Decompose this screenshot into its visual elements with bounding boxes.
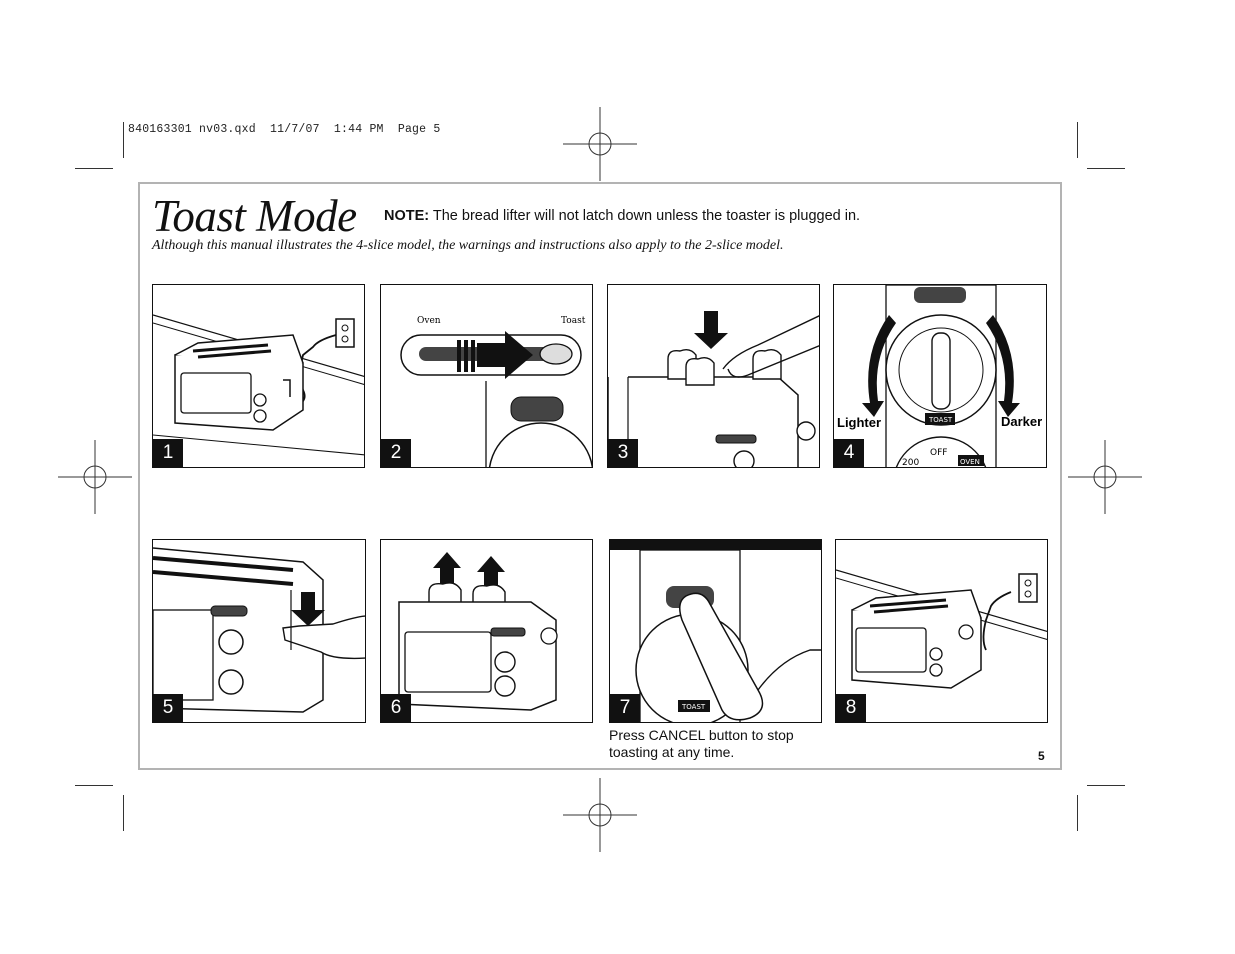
step-number: 4	[834, 439, 864, 467]
toaster-plugged-illustration	[153, 314, 364, 456]
step-3-panel: 3	[607, 284, 820, 468]
step-number: 5	[153, 694, 183, 722]
registration-mark-bottom	[563, 778, 637, 852]
step-4-panel: TOAST OFF 200 OVEN Lighter Darker 4	[833, 284, 1047, 468]
crop-mark	[1077, 122, 1078, 158]
page-number: 5	[1038, 749, 1045, 763]
step-number: 7	[610, 694, 640, 722]
step-6-panel: 6	[380, 539, 593, 723]
step-5-panel: 5	[152, 539, 366, 723]
crop-mark	[75, 168, 113, 169]
step-1-panel: 1	[152, 284, 365, 468]
crop-mark	[1087, 168, 1125, 169]
crop-mark	[1087, 785, 1125, 786]
step-7-panel: TOAST 7	[609, 539, 822, 723]
page-frame	[138, 182, 1062, 770]
step-2-panel: Oven Toast 2	[380, 284, 593, 468]
step-8-panel: 8	[835, 539, 1048, 723]
step-number: 8	[836, 694, 866, 722]
press-lever-illustration	[153, 547, 365, 713]
oven-label: Oven	[417, 316, 441, 326]
registration-mark-top	[563, 107, 637, 181]
mode-switch-illustration: Oven Toast	[400, 316, 592, 467]
page-title: Toast Mode	[152, 191, 357, 241]
printer-slug: 840163301 nv03.qxd 11/7/07 1:44 PM Page …	[128, 123, 441, 136]
subtitle: Although this manual illustrates the 4-s…	[152, 238, 784, 253]
crop-mark	[75, 785, 113, 786]
darker-label: Darker	[1001, 414, 1042, 429]
note-text: The bread lifter will not latch down unl…	[429, 208, 861, 224]
toast-pop-up-illustration	[398, 552, 558, 711]
crop-mark	[123, 795, 124, 831]
dial-label: TOAST	[681, 703, 706, 711]
temp-label: 200	[902, 458, 919, 468]
step-number: 2	[381, 439, 411, 467]
note: NOTE: The bread lifter will not latch do…	[384, 208, 860, 224]
crop-mark	[123, 122, 124, 158]
crop-mark	[1077, 795, 1078, 831]
cancel-button-illustration: TOAST	[610, 540, 821, 722]
registration-mark-left	[58, 440, 132, 514]
toaster-unplugged-illustration	[836, 569, 1047, 689]
lighter-label: Lighter	[837, 415, 881, 430]
step-number: 6	[381, 694, 411, 722]
oven-label: OVEN	[960, 458, 980, 466]
step-number: 1	[153, 439, 183, 467]
dial-label: TOAST	[928, 416, 953, 424]
insert-bread-illustration	[608, 311, 819, 467]
registration-mark-right	[1068, 440, 1142, 514]
off-label: OFF	[930, 448, 947, 458]
toast-label: Toast	[561, 316, 586, 326]
step-number: 3	[608, 439, 638, 467]
step-7-caption: Press CANCEL button to stop toasting at …	[609, 727, 794, 760]
toast-dial-illustration: TOAST OFF 200 OVEN Lighter Darker	[837, 285, 1042, 468]
note-label: NOTE:	[384, 208, 430, 224]
